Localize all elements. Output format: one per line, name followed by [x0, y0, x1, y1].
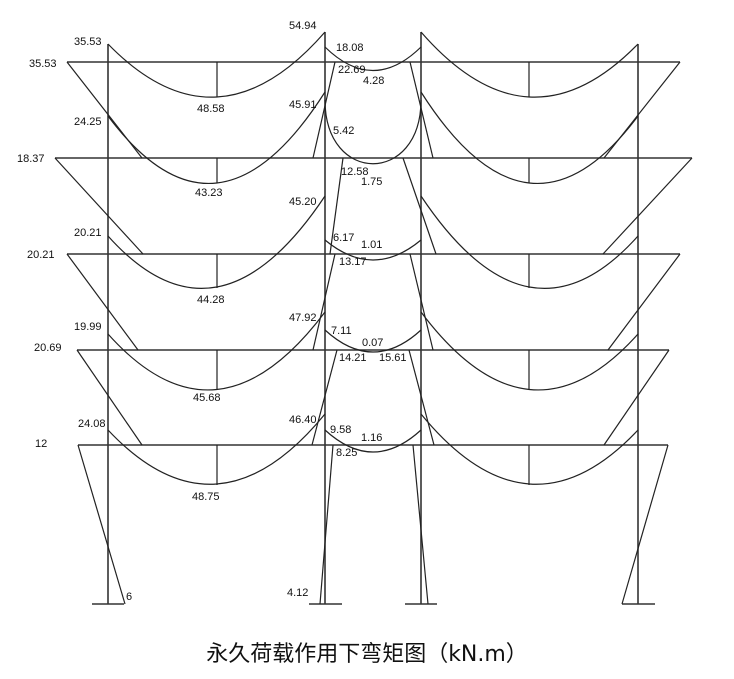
moment-label: 4.28	[363, 75, 385, 87]
moment-label: 5.42	[333, 125, 355, 137]
moment-label: 8.25	[336, 447, 358, 459]
diagram-title: 永久荷载作用下弯矩图（kN.m）	[206, 642, 528, 667]
moment-label: 47.92	[289, 312, 317, 324]
moment-label: 19.99	[74, 321, 102, 333]
moment-label: 6	[126, 591, 133, 603]
moment-label: 1.01	[361, 239, 383, 251]
moment-label: 48.58	[197, 103, 225, 115]
moment-label: 1.16	[361, 432, 383, 444]
moment-label: 9.58	[330, 424, 352, 436]
moment-label: 15.61	[379, 352, 407, 364]
moment-label: 24.25	[74, 116, 102, 128]
moment-label: 45.20	[289, 196, 317, 208]
moment-label: 4.12	[287, 587, 309, 599]
moment-label: 6.17	[333, 232, 355, 244]
moment-label: 48.75	[192, 491, 220, 503]
moment-label: 24.08	[78, 418, 106, 430]
moment-label: 35.53	[74, 36, 102, 48]
moment-label: 12	[35, 438, 48, 450]
moment-label: 12.58	[341, 166, 369, 178]
moment-label: 43.23	[195, 187, 223, 199]
moment-label: 54.94	[289, 20, 317, 32]
moment-label: 18.37	[17, 153, 45, 165]
moment-label: 14.21	[339, 352, 367, 364]
moment-label: 22.69	[338, 64, 366, 76]
moment-label: 20.21	[74, 227, 102, 239]
beam-moment-curves	[107, 31, 639, 485]
moment-label: 1.75	[361, 176, 383, 188]
moment-label: 20.21	[27, 249, 55, 261]
moment-label: 7.11	[331, 325, 352, 337]
moment-label: 35.53	[29, 58, 57, 70]
moment-label: 0.07	[362, 337, 384, 349]
moment-label: 18.08	[336, 42, 364, 54]
moment-label: 44.28	[197, 294, 225, 306]
moment-label: 45.91	[289, 99, 317, 111]
moment-label: 20.69	[34, 342, 62, 354]
moment-label: 45.68	[193, 392, 221, 404]
frame-structure	[55, 32, 692, 605]
column-moment-lines	[54, 61, 693, 605]
moment-label: 13.17	[339, 256, 367, 268]
moment-label: 46.40	[289, 414, 317, 426]
